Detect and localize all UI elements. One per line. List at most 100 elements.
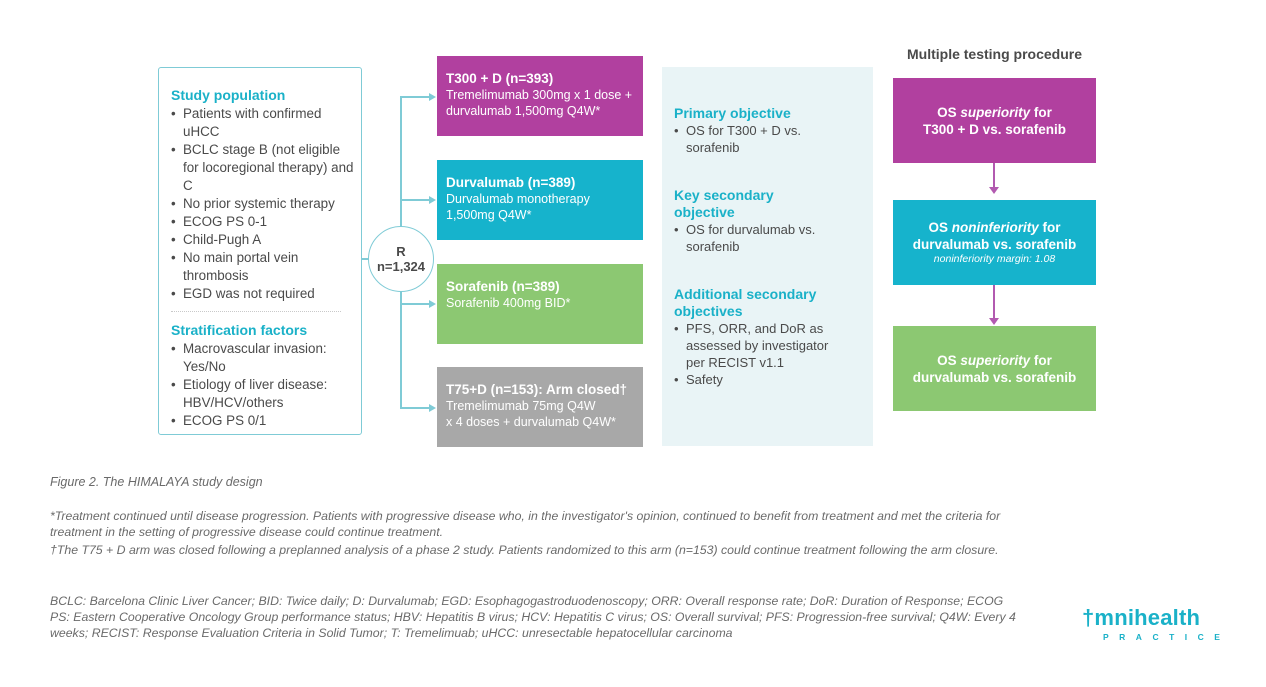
arm-desc-line: Tremelimumab 75mg Q4W <box>446 399 596 413</box>
mtp-box-t300-superiority: OS superiority for T300 + D vs. sorafeni… <box>893 78 1096 163</box>
objective-title: Additional secondary <box>674 286 817 302</box>
mtp-pre: OS <box>928 220 952 235</box>
objective-item-line: sorafenib <box>686 239 740 254</box>
connector-arm-4 <box>400 407 430 409</box>
study-population-title: Study population <box>171 87 286 103</box>
noninferiority-margin: noninferiority margin: 1.08 <box>933 253 1056 265</box>
population-divider <box>171 311 341 312</box>
objective-list: OS for T300 + D vs. sorafenib <box>674 122 873 156</box>
connector-arm-1 <box>400 96 430 98</box>
objective-title: objective <box>674 204 735 220</box>
arm-desc-line: Tremelimumab 300mg x 1 dose + <box>446 88 633 102</box>
arm-title: T300 + D (n=393) <box>446 71 554 86</box>
list-item-line: ECOG PS 0-1 <box>183 214 268 229</box>
mtp-line-1: OS superiority for <box>937 104 1052 121</box>
mtp-pre: OS <box>937 352 961 368</box>
arm-sorafenib: Sorafenib (n=389) Sorafenib 400mg BID* <box>437 264 643 344</box>
arm-title: T75+D (n=153): Arm closed† <box>446 382 628 397</box>
study-population-box: Study population Patients with confirmed… <box>158 67 362 435</box>
list-item-line: thrombosis <box>183 268 249 283</box>
list-item-line: ECOG PS 0/1 <box>183 413 267 428</box>
list-item-line: Etiology of liver disease: <box>183 377 328 392</box>
connector-arm-3 <box>400 303 430 305</box>
arrow-arm-3 <box>429 300 436 308</box>
list-item: Child-Pugh A <box>171 231 361 249</box>
mtp-line-2: T300 + D vs. sorafenib <box>923 121 1066 137</box>
stratification-title: Stratification factors <box>171 322 308 338</box>
objective-item-line: PFS, ORR, and DoR as <box>686 321 824 336</box>
list-item-line: Macrovascular invasion: <box>183 341 327 356</box>
connector-vertical-bus <box>400 96 402 227</box>
objective-item-line: OS for durvalumab vs. <box>686 222 816 237</box>
additional-secondary-objectives-section: Additional secondary objectives PFS, ORR… <box>674 286 873 388</box>
stratification-list: Macrovascular invasion: Yes/NoEtiology of… <box>171 340 361 430</box>
arm-desc-line: durvalumab 1,500mg Q4W* <box>446 104 601 118</box>
connector-pop-to-rand <box>362 258 369 260</box>
objective-title: Key secondary <box>674 187 774 203</box>
list-item: No main portal vein thrombosis <box>171 249 361 285</box>
objective-item: PFS, ORR, and DoR as assessed by investig… <box>674 320 873 371</box>
mtp-arrow-1 <box>989 187 999 194</box>
mtp-connector-2 <box>993 285 995 318</box>
list-item-line: No main portal vein <box>183 250 299 265</box>
arm-durvalumab: Durvalumab (n=389) Durvalumab monotherap… <box>437 160 643 240</box>
objective-title: objectives <box>674 303 743 319</box>
mtp-emphasis: superiority <box>960 104 1031 120</box>
mtp-post: for <box>1030 352 1052 368</box>
objective-title: Primary objective <box>674 105 791 121</box>
footnote-abbreviations: BCLC: Barcelona Clinic Liver Cancer; BID… <box>50 594 1016 640</box>
arm-title: Durvalumab (n=389) <box>446 175 576 190</box>
mtp-box-durvalumab-noninferiority: OS noninferiority for durvalumab vs. sor… <box>893 200 1096 285</box>
objectives-panel: Primary objective OS for T300 + D vs. sor… <box>662 67 873 446</box>
list-item: Etiology of liver disease: HBV/HCV/others <box>171 376 361 412</box>
arrow-arm-1 <box>429 93 436 101</box>
mtp-post: for <box>1038 220 1061 235</box>
arm-desc-line: x 4 doses + durvalumab Q4W* <box>446 415 616 429</box>
mtp-line-2: durvalumab vs. sorafenib <box>912 237 1077 252</box>
objective-list: OS for durvalumab vs. sorafenib <box>674 221 873 255</box>
list-item: Macrovascular invasion: Yes/No <box>171 340 361 376</box>
arm-t75-d-closed: T75+D (n=153): Arm closed† Tremelimumab … <box>437 367 643 447</box>
list-item-line: Patients with confirmed <box>183 106 322 121</box>
connector-vertical-bus-lower <box>400 291 402 408</box>
mtp-line-1: OS noninferiority for <box>928 219 1060 236</box>
objective-item-line: assessed by investigator <box>686 338 829 353</box>
objective-item-line: sorafenib <box>686 140 740 155</box>
mtp-connector-1 <box>993 163 995 187</box>
randomization-circle: R n=1,324 <box>368 226 434 292</box>
logo-wordmark: †mnihealth <box>1082 605 1201 630</box>
objective-item: OS for T300 + D vs. sorafenib <box>674 122 873 156</box>
arrow-arm-4 <box>429 404 436 412</box>
list-item-line: EGD was not required <box>183 286 315 301</box>
list-item-line: BCLC stage B (not eligible <box>183 142 341 157</box>
mtp-emphasis: superiority <box>960 352 1031 368</box>
arm-desc-line: 1,500mg Q4W* <box>446 208 532 222</box>
objective-item-line: Safety <box>686 372 723 387</box>
mtp-pre: OS <box>937 104 961 120</box>
list-item-line: Yes/No <box>183 359 226 374</box>
list-item: EGD was not required <box>171 285 361 303</box>
objective-item: Safety <box>674 371 873 388</box>
mtp-emphasis: noninferiority <box>951 220 1039 235</box>
arm-desc-line: Durvalumab monotherapy <box>446 192 590 206</box>
randomization-n: n=1,324 <box>376 259 426 274</box>
list-item-line: HBV/HCV/others <box>183 395 284 410</box>
list-item: ECOG PS 0-1 <box>171 213 361 231</box>
mtp-line-2: durvalumab vs. sorafenib <box>912 369 1077 385</box>
objective-item: OS for durvalumab vs. sorafenib <box>674 221 873 255</box>
objective-item-line: per RECIST v1.1 <box>686 355 785 370</box>
figure-caption: Figure 2. The HIMALAYA study design <box>50 475 263 489</box>
mtp-arrow-2 <box>989 318 999 325</box>
mtp-line-1: OS superiority for <box>937 352 1052 369</box>
objective-list: PFS, ORR, and DoR as assessed by investig… <box>674 320 873 388</box>
randomization-label: R <box>396 244 406 259</box>
mtp-box-durvalumab-superiority: OS superiority for durvalumab vs. sorafe… <box>893 326 1096 411</box>
connector-arm-2 <box>400 199 430 201</box>
arm-t300-d: T300 + D (n=393) Tremelimumab 300mg x 1 … <box>437 56 643 136</box>
list-item-line: for locoregional therapy) and C <box>183 160 354 193</box>
objective-item-line: OS for T300 + D vs. <box>686 123 802 138</box>
arrow-arm-2 <box>429 196 436 204</box>
footnote-arm-closure: †The T75 + D arm was closed following a … <box>50 543 999 557</box>
omnihealth-logo: †mnihealth PRACTICE <box>1082 606 1222 646</box>
